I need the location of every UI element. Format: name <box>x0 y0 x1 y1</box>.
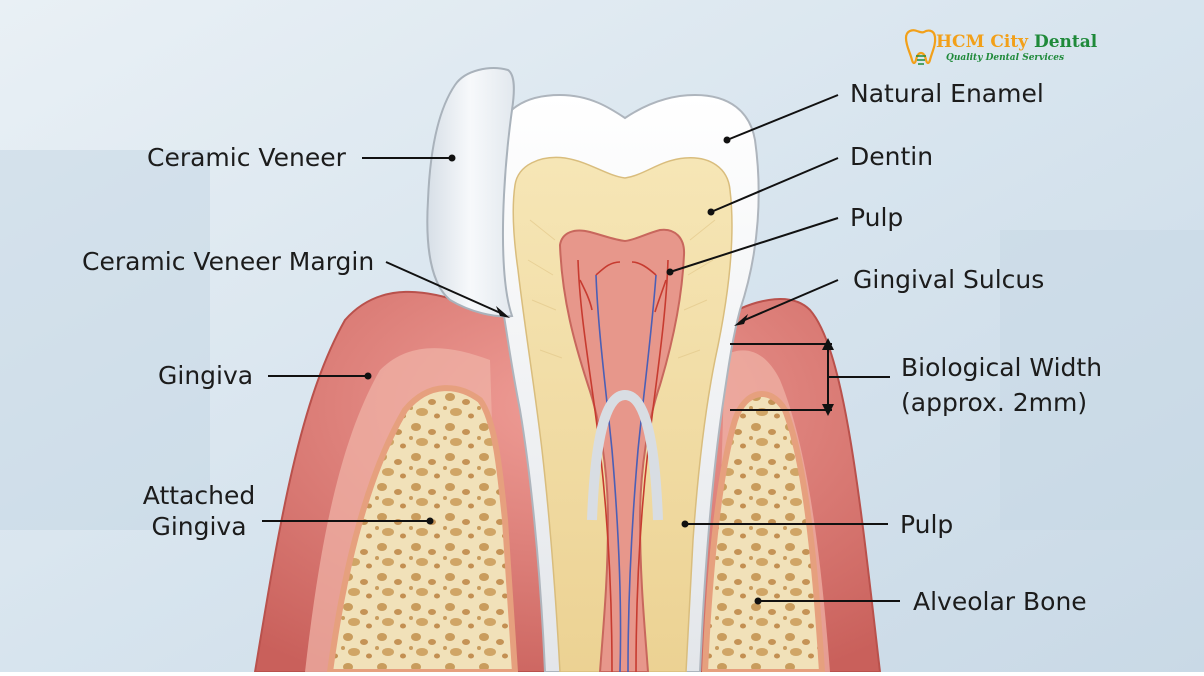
logo-name-part2: Dental <box>1033 32 1098 52</box>
dentin-tubules <box>527 219 716 359</box>
logo-name-part1: HCM City <box>936 32 1029 52</box>
leader-lines <box>262 94 900 602</box>
ceramic-veneer-shape <box>426 67 515 318</box>
alveolar-bone-left <box>326 385 519 675</box>
tooth-icon <box>904 29 937 65</box>
alveolar-bone-right <box>701 391 826 675</box>
label-alveolar-bone: Alveolar Bone <box>913 587 1087 616</box>
inter-radicular-ligament <box>587 389 663 521</box>
label-biological-width-approx: (approx. 2mm) <box>901 388 1088 417</box>
label-natural-enamel: Natural Enamel <box>850 79 1044 108</box>
label-ceramic-veneer-margin: Ceramic Veneer Margin <box>82 247 375 276</box>
leader-markers <box>364 136 834 605</box>
label-gingival-sulcus: Gingival Sulcus <box>853 265 1045 294</box>
label-pulp-bottom: Pulp <box>900 510 954 539</box>
logo-tagline: Quality Dental Services <box>946 53 1065 63</box>
label-attached-gingiva-line2: Gingiva <box>151 512 247 541</box>
label-attached-gingiva-line1: Attached <box>142 481 256 510</box>
label-ceramic-veneer: Ceramic Veneer <box>147 143 346 172</box>
logo-title: HCM City Dental <box>936 32 1097 52</box>
label-dentin: Dentin <box>850 142 934 171</box>
label-pulp-top: Pulp <box>850 203 904 232</box>
label-gingiva: Gingiva <box>158 361 254 390</box>
label-biological-width: Biological Width <box>901 353 1103 382</box>
